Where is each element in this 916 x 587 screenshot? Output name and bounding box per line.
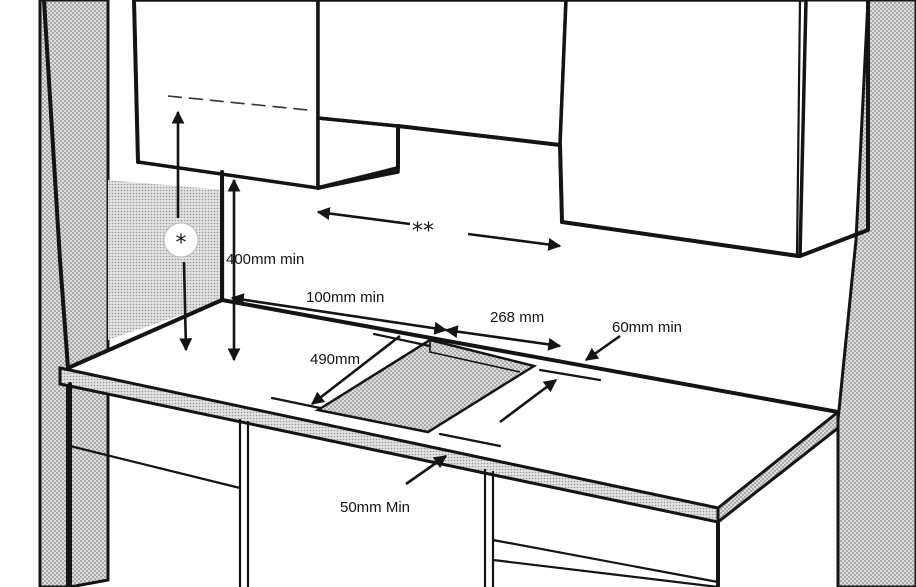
dim-50-line-lower — [405, 454, 448, 486]
dim-490-line — [310, 334, 401, 406]
base-cabinet-drawer-line-3 — [491, 558, 720, 587]
dim-100-line — [230, 293, 448, 335]
upper-right-cabinet-base — [560, 220, 800, 258]
dim-490-ref-top — [372, 332, 432, 348]
hob-cutout-inner — [429, 340, 521, 373]
dim-star-label: * — [176, 231, 187, 256]
right-cabinet-side — [798, 0, 870, 258]
dim-490-label: 490mm — [310, 351, 360, 368]
base-cabinets — [68, 382, 720, 587]
upper-center-cabinet — [316, 0, 568, 147]
dim-double-star-line-right — [467, 232, 562, 251]
dim-60-label: 60mm min — [612, 319, 682, 336]
upper-right-cabinet — [558, 0, 808, 258]
worktop-right-end — [716, 408, 840, 526]
right-cabinet-inner-edge — [795, 0, 802, 258]
dim-268-line — [444, 325, 562, 351]
left-side-wall — [38, 0, 110, 587]
dim-60-line — [584, 334, 621, 362]
base-cabinet-drawer-line-2 — [491, 538, 720, 584]
dim-100-label: 100mm min — [306, 289, 384, 306]
back-wall-left-strip — [108, 180, 225, 340]
dim-double-star-label: ** — [412, 219, 434, 244]
upper-left-cabinet-side — [132, 0, 140, 164]
upper-left-cabinet — [132, 0, 320, 190]
dim-60-ref-line — [538, 368, 602, 382]
dim-double-star-line-left — [316, 207, 411, 226]
dim-50-line-upper — [499, 378, 558, 424]
dim-268-label: 268 mm — [490, 309, 544, 326]
worktop-left-edge — [66, 298, 224, 370]
cooker-hood-bottom — [316, 124, 400, 190]
dim-490-ref-bottom — [270, 396, 322, 410]
dim-50-label: 50mm Min — [340, 499, 410, 516]
dim-50-ref-line — [438, 432, 502, 448]
hood-back-line — [396, 124, 564, 224]
dim-400-label: 400mm min — [226, 251, 304, 268]
base-cabinet-drawer-line-1 — [68, 444, 242, 490]
dim-star-dashed-ref — [167, 95, 309, 111]
right-side-wall — [806, 0, 916, 587]
dim-star-line-bottom — [179, 261, 193, 352]
dim-star-badge — [163, 222, 199, 258]
